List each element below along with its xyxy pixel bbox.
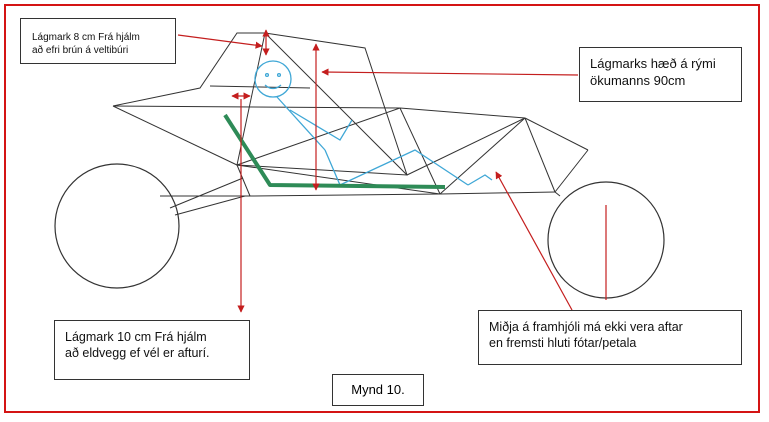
firewall-clearance-callout: Lágmark 10 cm Frá hjálm að eldvegg ef vé… (54, 320, 250, 380)
figure-caption: Mynd 10. (332, 374, 424, 406)
measurement-arrows (177, 29, 607, 313)
callout-line: ökumanns 90cm (590, 72, 686, 88)
callout-line: Lágmark 8 cm Frá hjálm (32, 32, 140, 43)
callout-line: að efri brún á veltibúri (32, 45, 129, 56)
callout-line: að eldvegg ef vél er afturí. (65, 346, 210, 361)
callout-line: Miðja á framhjóli má ekki vera aftar (489, 320, 683, 334)
cockpit-height-callout: Lágmarks hæð á rými ökumanns 90cm (579, 47, 742, 102)
chassis-frame (112, 32, 589, 216)
front-wheel-position-callout: Miðja á framhjóli má ekki vera aftar en … (478, 310, 742, 365)
helmet-clearance-callout: Lágmark 8 cm Frá hjálm að efri brún á ve… (20, 18, 176, 64)
rear-wheel-icon (54, 163, 180, 289)
firewall-line (223, 113, 446, 189)
callout-line: Lágmarks hæð á rými (590, 56, 716, 71)
callout-line: en fremsti hluti fótar/petala (489, 336, 637, 351)
diagram-frame (4, 4, 760, 413)
callout-line: Lágmark 10 cm Frá hjálm (65, 330, 207, 344)
driver-figure-icon (254, 60, 493, 186)
